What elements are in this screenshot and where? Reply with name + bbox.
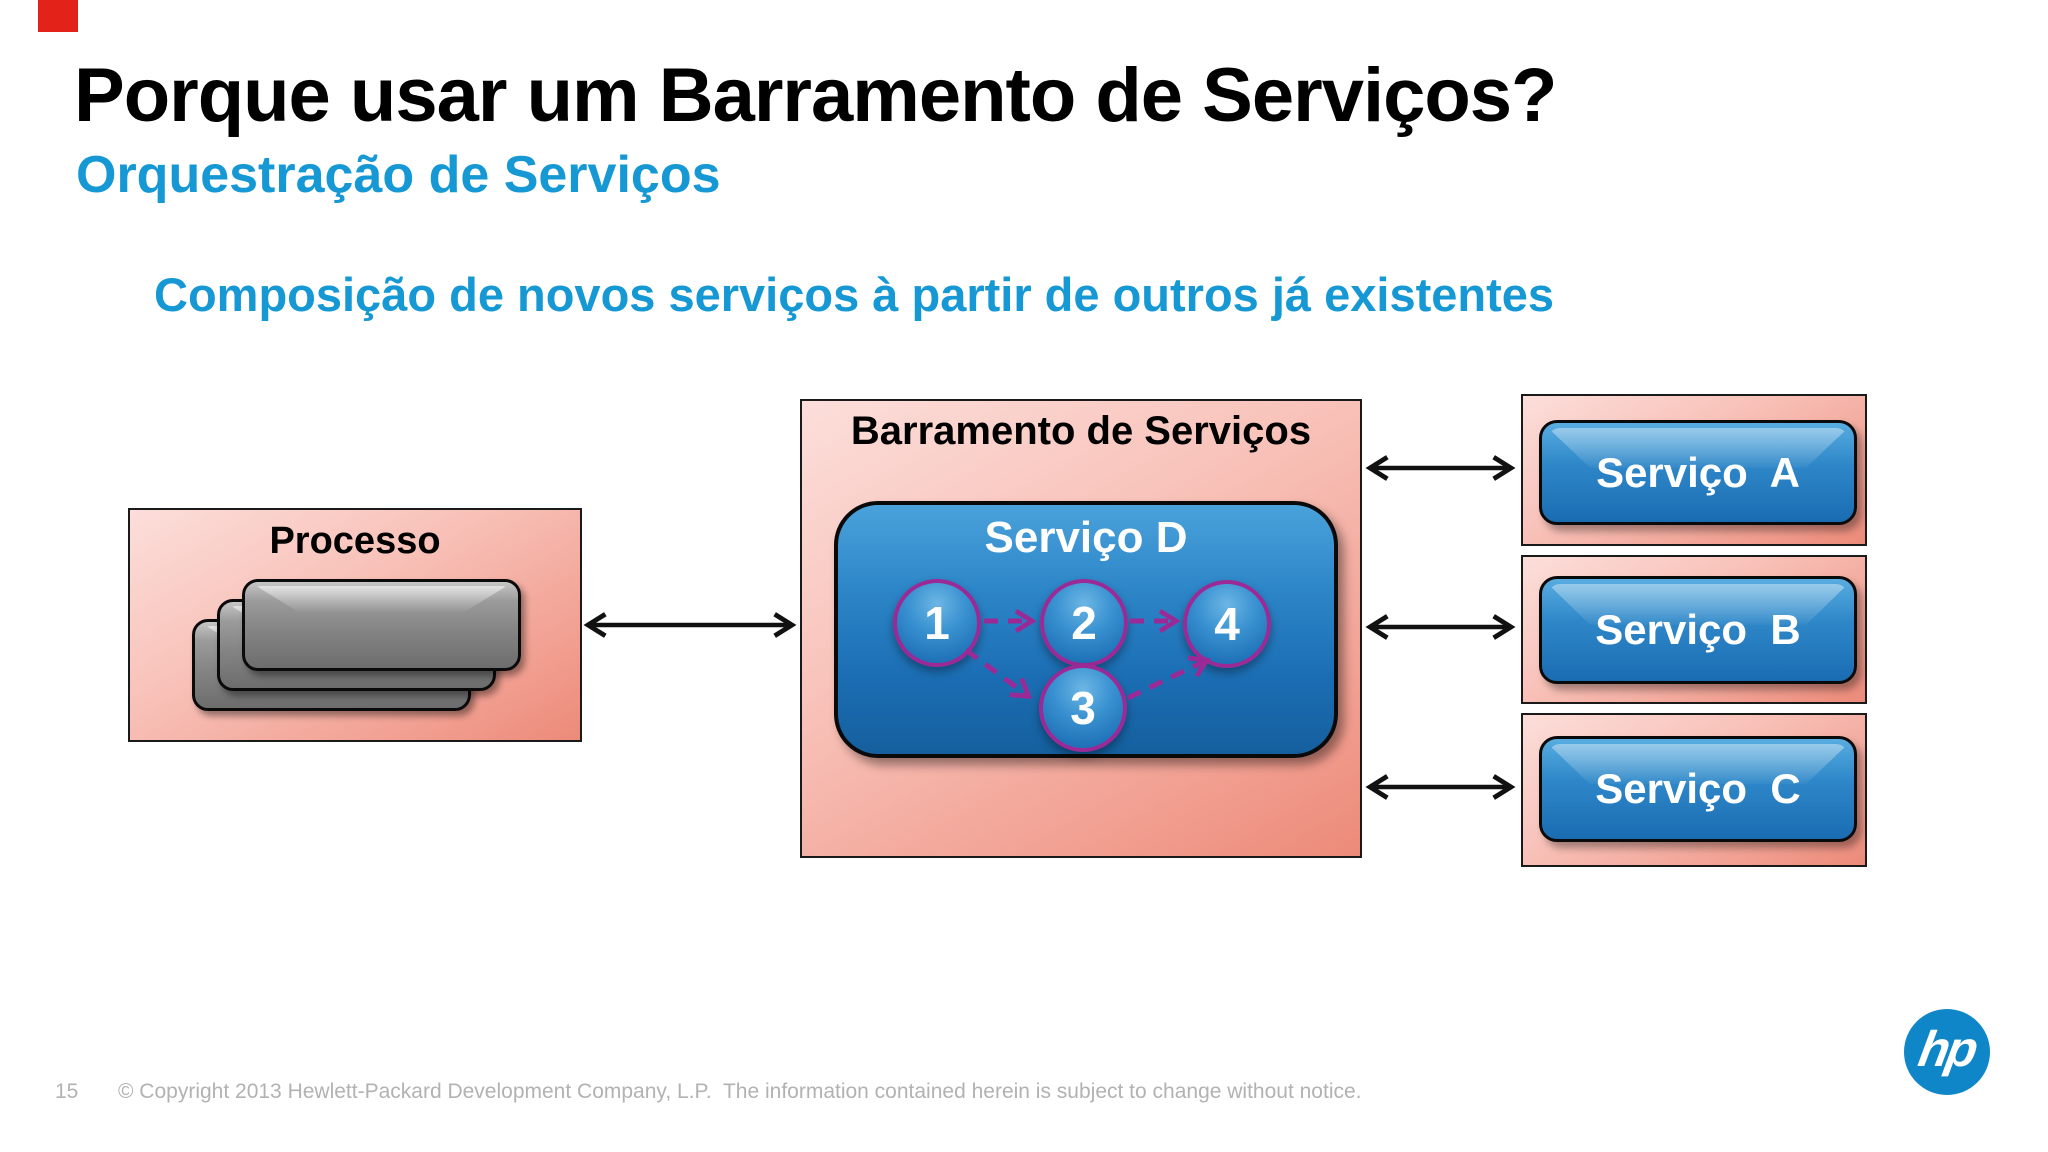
barramento-label: Barramento de Serviços — [850, 409, 1312, 453]
service-c-panel: Serviço C — [1521, 713, 1867, 867]
service-b-button: Serviço B — [1539, 576, 1857, 684]
barramento-box: Barramento de Serviços Serviço D 1 2 3 4 — [800, 399, 1362, 858]
statement-text: Composição de novos serviços à partir de… — [154, 268, 1555, 321]
step-circle-4: 4 — [1183, 580, 1271, 668]
accent-bar — [38, 0, 78, 32]
hp-logo: hp — [1904, 1009, 1990, 1095]
processo-label: Processo — [269, 520, 441, 562]
page-subtitle: Orquestração de Serviços — [76, 146, 721, 204]
step-circle-3-label: 3 — [1070, 682, 1096, 734]
service-c-button: Serviço C — [1539, 736, 1857, 842]
processo-box: Processo — [128, 508, 582, 742]
step-circle-2-label: 2 — [1071, 597, 1097, 649]
step-circle-2: 2 — [1040, 579, 1128, 667]
service-a-label: Serviço A — [1596, 448, 1800, 496]
service-a-panel: Serviço A — [1521, 394, 1867, 546]
step-circle-1-label: 1 — [924, 597, 950, 649]
step-circle-1: 1 — [893, 579, 981, 667]
service-c-label: Serviço C — [1595, 765, 1801, 812]
page-title: Porque usar um Barramento de Serviços? — [74, 53, 1557, 138]
service-b-panel: Serviço B — [1521, 555, 1867, 704]
process-stack-layer-front — [242, 579, 521, 671]
page-number: 15 — [55, 1080, 79, 1103]
service-a-button: Serviço A — [1539, 420, 1857, 525]
step-circle-4-label: 4 — [1214, 598, 1240, 650]
servico-d-label: Serviço D — [984, 513, 1188, 562]
step-circle-3: 3 — [1039, 664, 1127, 752]
hp-logo-text: hp — [1915, 1021, 1981, 1077]
service-b-label: Serviço B — [1595, 606, 1801, 653]
copyright-text: © Copyright 2013 Hewlett-Packard Develop… — [118, 1080, 1362, 1103]
